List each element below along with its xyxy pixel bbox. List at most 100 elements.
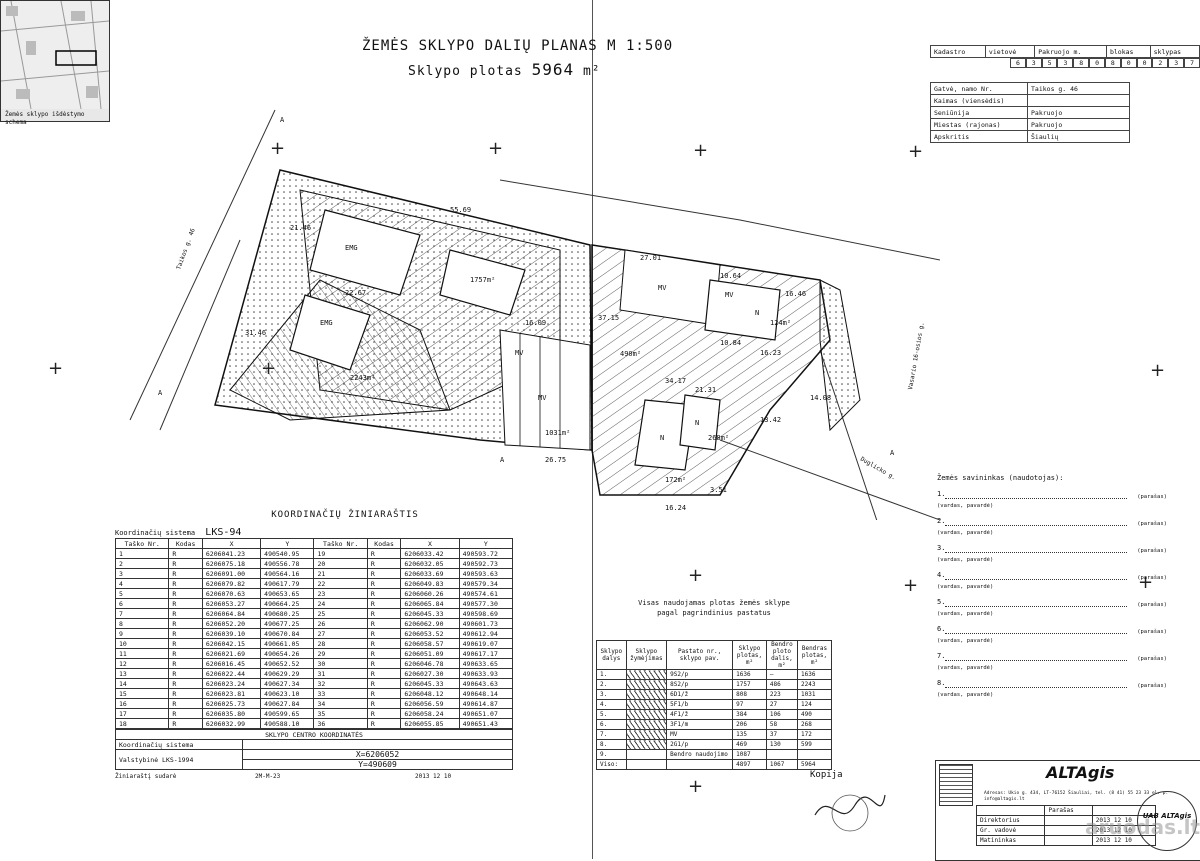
coords-cell: 6206075.18	[201, 558, 262, 569]
signature-num: 3.	[937, 544, 946, 552]
signature-line	[945, 498, 1127, 499]
coords-cell: 490627.84	[260, 698, 315, 709]
dim-label: 10.64	[720, 272, 741, 280]
signature-line	[945, 552, 1127, 553]
coords-footer-name: 2M-M-23	[255, 773, 281, 780]
coords-cell: 31	[313, 668, 368, 679]
building-n-3	[679, 394, 721, 451]
area-label: Sklypo plotas	[408, 64, 523, 79]
signature-name-label: (vardas, pavardė)	[937, 611, 994, 617]
center-y: Y=490609	[242, 759, 513, 770]
parts-cell: 4897	[732, 759, 767, 770]
parts-col-header: Sklypo žymėjimas	[625, 640, 668, 670]
parts-cell: 172	[797, 729, 832, 740]
dim-label: 14.08	[810, 394, 831, 402]
coords-cell: 6206049.83	[400, 578, 460, 589]
coords-cell: 6206039.10	[201, 628, 262, 639]
coords-cell: 21	[313, 568, 368, 579]
parts-cell	[797, 749, 832, 760]
parts-symbol-cell	[625, 729, 668, 740]
parts-symbol-cell	[625, 739, 668, 750]
coords-cell: R	[168, 658, 203, 669]
dim-label: 31.46	[245, 329, 266, 337]
grid-cross: +	[1150, 360, 1166, 381]
street-taikos: Taikos g. 46	[175, 227, 197, 270]
coords-cell: 490643.63	[458, 678, 514, 689]
company-name: ALTAgis	[1046, 763, 1115, 782]
signature-sign-label: (parašas)	[1137, 521, 1167, 527]
signature-name-label: (vardas, pavardė)	[937, 638, 994, 644]
signature-name-label: (vardas, pavardė)	[937, 557, 994, 563]
coords-cell: 490619.07	[458, 638, 514, 649]
coords-cell: R	[366, 558, 402, 569]
coords-cell: 25	[313, 608, 368, 619]
coords-cell: R	[168, 648, 203, 659]
coords-cell: R	[366, 668, 402, 679]
parts-cell: 135	[732, 729, 767, 740]
coords-cell: 6206052.20	[201, 618, 262, 629]
parts-cell: 1031	[797, 689, 832, 700]
signature-num: 1.	[937, 490, 946, 498]
coords-cell: 19	[313, 548, 368, 559]
grid-cross: +	[688, 776, 704, 797]
cad-digit: 7	[1184, 58, 1200, 68]
cadastre-header-table: Kadastro vietovė Pakruojo m. blokas skly…	[930, 45, 1200, 58]
area-value: 5964	[531, 60, 575, 79]
parts-cell: 1.	[596, 669, 627, 680]
coords-cell: 6206058.57	[400, 638, 460, 649]
parcel-9-strip	[819, 279, 861, 432]
dim-label: 22.67	[345, 289, 366, 297]
watermark: aruodas.lt	[1085, 815, 1200, 839]
coords-cell: R	[168, 688, 203, 699]
coords-cell: R	[168, 548, 203, 559]
coords-cell: 6206056.59	[400, 698, 460, 709]
coords-cell: R	[168, 628, 203, 639]
coords-cell: 6206055.85	[400, 718, 460, 729]
coords-cell: 6206033.69	[400, 568, 460, 579]
center-sys-label: Koordinačių sistema	[115, 739, 243, 750]
coords-cell: R	[366, 568, 402, 579]
zone-label: N	[660, 434, 664, 442]
cadastre-box: Kadastro vietovė Pakruojo m. blokas skly…	[930, 45, 1200, 143]
parts-cell: Bendro naudojimo	[666, 749, 734, 760]
coords-cell: 26	[313, 618, 368, 629]
addr-value	[1027, 94, 1130, 107]
signature-name-label: (vardas, pavardė)	[937, 503, 994, 509]
coords-cell: 6206016.45	[201, 658, 262, 669]
coords-cell: 490588.10	[260, 718, 315, 729]
coords-cell: R	[366, 638, 402, 649]
parts-symbol-cell	[625, 689, 668, 700]
coords-cell: R	[366, 688, 402, 699]
area-mark: 2243m²	[350, 374, 375, 382]
coords-title: KOORDINAČIŲ ŽINIARAŠTIS	[271, 510, 419, 520]
signature-row: 1.(vardas, pavardė)(parašas)	[937, 490, 1167, 514]
coords-cell: 6206046.78	[400, 658, 460, 669]
locator-map	[0, 0, 110, 110]
coords-cell: R	[366, 678, 402, 689]
grid-cross: +	[903, 575, 919, 596]
area-mark: 124m²	[770, 319, 791, 327]
coords-cell: 6206032.99	[201, 718, 262, 729]
coords-cell: R	[366, 658, 402, 669]
dim-label: 21.31	[695, 386, 716, 394]
locator-caption: Žemės sklypo išdėstymo schema	[5, 111, 85, 126]
signature-num: 2.	[937, 517, 946, 525]
signature-line	[945, 606, 1127, 607]
coords-system: Koordinačių sistema LKS-94	[115, 528, 515, 538]
zone-label: MV	[725, 291, 734, 299]
area-line: Sklypo plotas 5964 m²	[408, 60, 601, 79]
dim-label: 3.51	[710, 486, 727, 494]
parts-cell: 4F1/ž	[666, 709, 734, 720]
coords-cell: 6206027.30	[400, 668, 460, 679]
signature-line	[945, 633, 1127, 634]
parts-caption-1: Visas naudojamas plotas žemės sklype	[638, 599, 790, 607]
locator-inset: Žemės sklypo išdėstymo schema	[0, 0, 110, 126]
